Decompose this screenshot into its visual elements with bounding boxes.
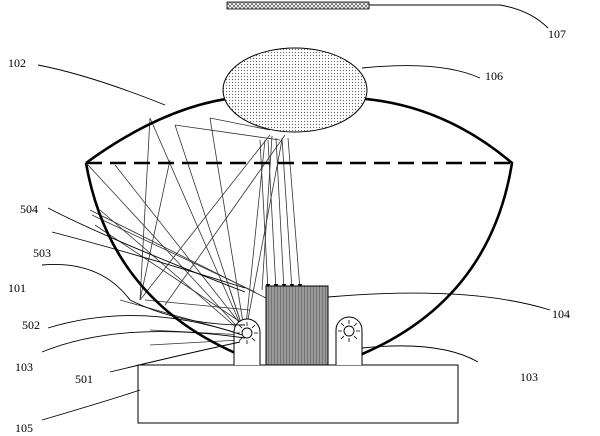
leader-lines: [37, 4, 551, 421]
label-103-right: 103: [520, 370, 538, 384]
label-107: 107: [548, 27, 566, 41]
left-emitter-103: [233, 318, 261, 365]
lens-106: [222, 47, 368, 133]
label-501: 501: [75, 372, 93, 386]
base-105: [137, 364, 459, 424]
label-504: 504: [20, 202, 38, 216]
label-103-left: 103: [15, 360, 33, 374]
label-102: 102: [8, 56, 26, 70]
block-104: [265, 285, 329, 366]
label-101: 101: [8, 281, 26, 295]
right-emitter-103: [335, 316, 363, 365]
label-502: 502: [22, 318, 40, 332]
label-105: 105: [15, 421, 33, 435]
label-104: 104: [552, 307, 570, 321]
label-503: 503: [33, 246, 51, 260]
label-106: 106: [485, 69, 503, 83]
reference-labels: 107 106 102 504 503 101 104 502 103 501 …: [8, 27, 570, 435]
bar-107: [226, 1, 370, 10]
reflector-cup: [84, 94, 514, 357]
